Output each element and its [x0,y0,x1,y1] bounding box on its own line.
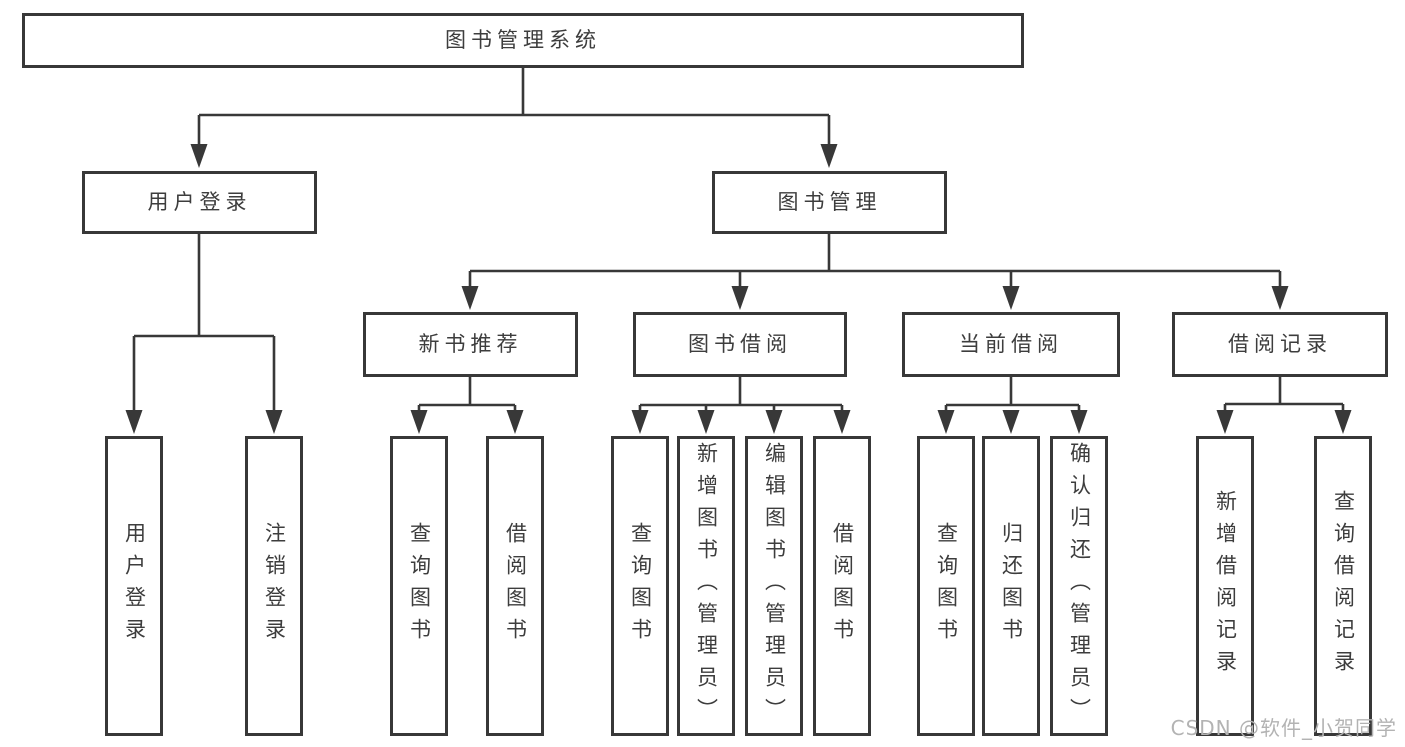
node-records-query-record: 查询借阅记录 [1314,436,1372,736]
node-recommend-query-books-label: 查询图书 [407,522,432,650]
node-user-login-label: 用户登录 [147,190,252,214]
connector-book-management-to-level3 [461,234,1289,310]
node-borrow-records-label: 借阅记录 [1228,332,1332,356]
node-logout-leaf-label: 注销登录 [262,522,287,650]
node-current-borrow: 当前借阅 [902,312,1120,377]
node-borrow-borrow-books-label: 借阅图书 [830,522,855,650]
node-user-login: 用户登录 [82,171,317,234]
csdn-watermark: CSDN @软件_小贺同学 [1170,716,1397,740]
connector-recommend-to-leaves [410,377,524,434]
node-current-confirm-return-label: 确认归还（管理员） [1067,442,1092,730]
node-recommend-borrow-books-label: 借阅图书 [503,522,528,650]
node-current-borrow-label: 当前借阅 [959,332,1063,356]
node-records-add-record: 新增借阅记录 [1196,436,1254,736]
connector-records-to-leaves [1216,377,1352,434]
node-borrow-records: 借阅记录 [1172,312,1388,377]
node-current-return-books: 归还图书 [982,436,1040,736]
connector-current-to-leaves [937,377,1088,434]
node-borrow-add-books: 新增图书（管理员） [677,436,735,736]
node-book-borrow-label: 图书借阅 [688,332,792,356]
node-records-add-record-label: 新增借阅记录 [1213,490,1238,682]
node-logout-leaf: 注销登录 [245,436,303,736]
node-borrow-borrow-books: 借阅图书 [813,436,871,736]
node-borrow-edit-books: 编辑图书（管理员） [745,436,803,736]
node-recommend-borrow-books: 借阅图书 [486,436,544,736]
node-new-book-recommend: 新书推荐 [363,312,578,377]
node-records-query-record-label: 查询借阅记录 [1331,490,1356,682]
node-current-return-books-label: 归还图书 [999,522,1024,650]
node-user-login-leaf: 用户登录 [105,436,163,736]
node-library-management-system-label: 图书管理系统 [445,28,601,52]
node-book-management-label: 图书管理 [777,190,882,214]
node-new-book-recommend-label: 新书推荐 [418,332,523,356]
node-borrow-query-books: 查询图书 [611,436,669,736]
node-current-confirm-return: 确认归还（管理员） [1050,436,1108,736]
node-book-management: 图书管理 [712,171,947,234]
node-borrow-add-books-label: 新增图书（管理员） [694,442,719,730]
node-user-login-leaf-label: 用户登录 [122,522,147,650]
node-borrow-query-books-label: 查询图书 [628,522,653,650]
node-current-query-books: 查询图书 [917,436,975,736]
connector-root-to-level2 [190,68,838,168]
node-library-management-system: 图书管理系统 [22,13,1024,68]
node-recommend-query-books: 查询图书 [390,436,448,736]
node-current-query-books-label: 查询图书 [934,522,959,650]
connector-borrow-to-leaves [631,377,851,434]
node-book-borrow: 图书借阅 [633,312,847,377]
node-borrow-edit-books-label: 编辑图书（管理员） [762,442,787,730]
connector-user-login-to-leaves [125,234,283,434]
